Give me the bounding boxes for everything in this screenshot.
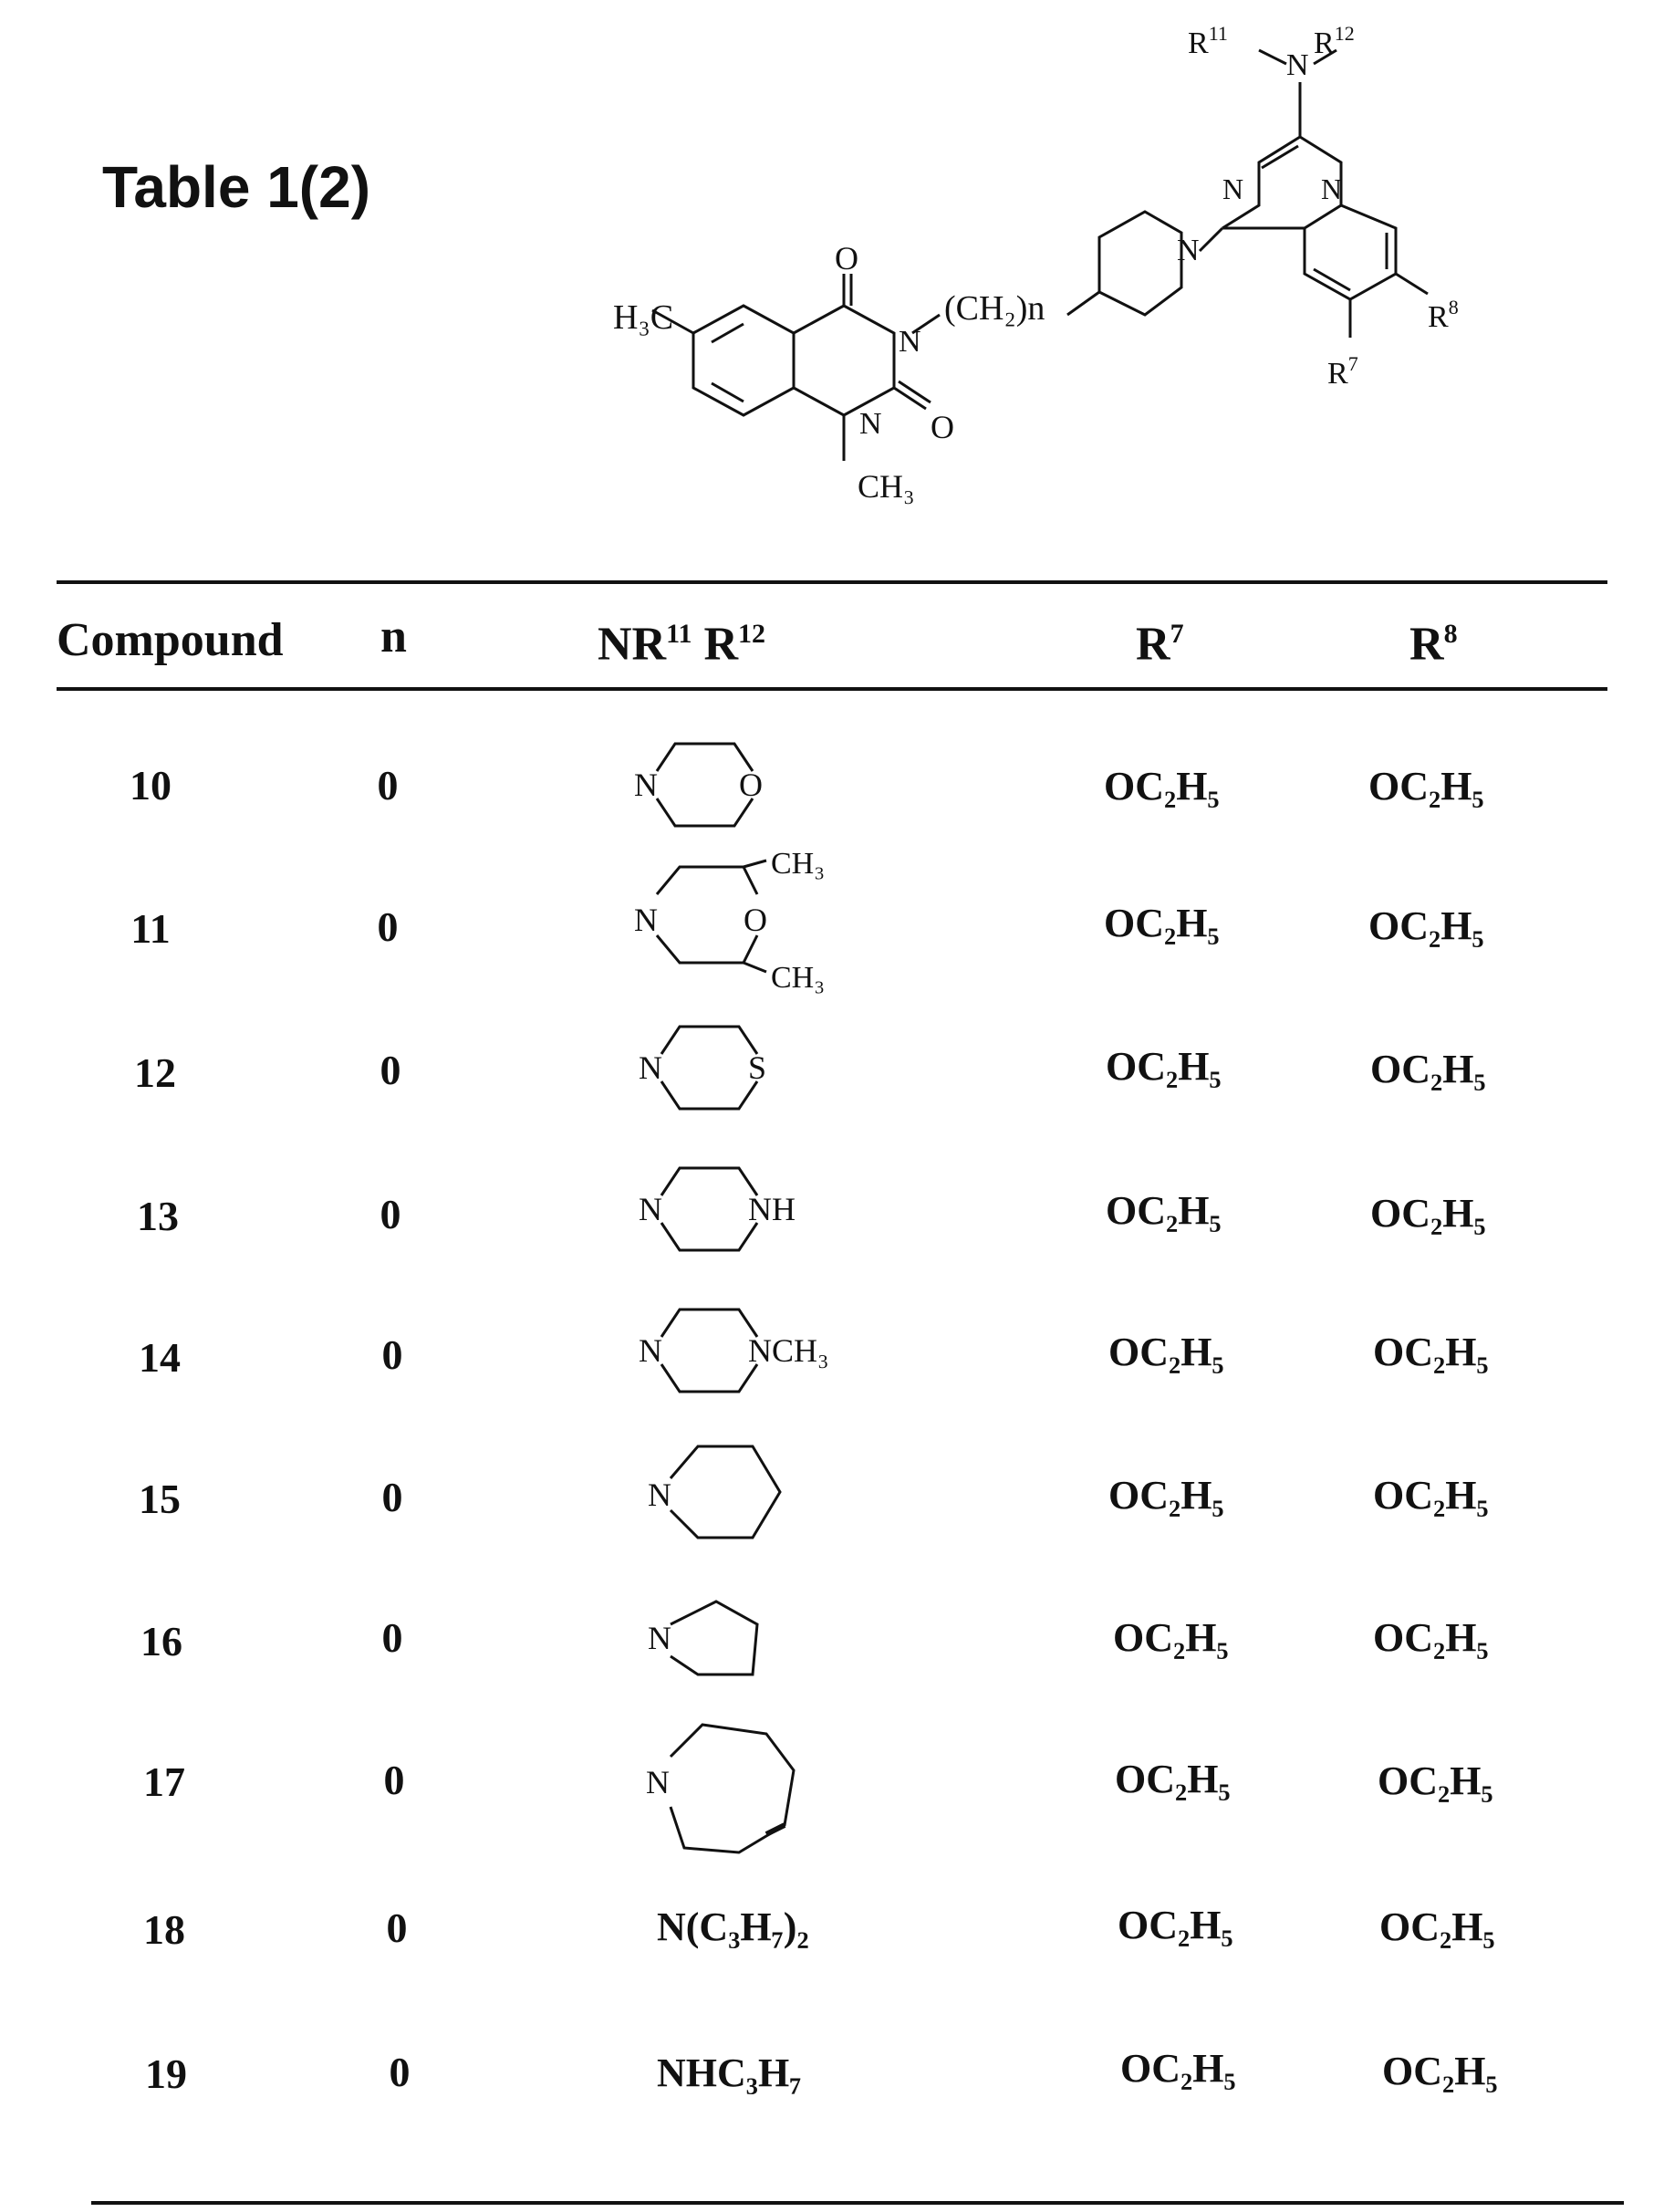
- pyrrolidine-ring: N: [629, 1574, 812, 1702]
- svg-text:O: O: [744, 902, 767, 938]
- quinazoline-n3-label: N: [1222, 172, 1243, 205]
- h3c-label: H₃C: [613, 298, 673, 337]
- ch2n-label: (CH₂)n: [944, 289, 1045, 328]
- n-methyl-label: CH₃: [858, 468, 915, 505]
- svg-text:CH₃: CH₃: [771, 961, 825, 995]
- cell-r8: OC₂H₅: [1373, 1476, 1489, 1516]
- cell-n: 0: [372, 1194, 409, 1236]
- table-header-rule: [57, 687, 1607, 691]
- carbonyl-o-right: O: [931, 409, 954, 445]
- cell-r7: OC₂H₅: [1108, 1332, 1224, 1372]
- cell-r7: OC₂H₅: [1113, 1618, 1229, 1658]
- cell-r8: OC₂H₅: [1370, 1194, 1486, 1234]
- cell-r8: OC₂H₅: [1382, 2051, 1498, 2092]
- quinazoline-n1-label: N: [1321, 172, 1342, 205]
- table-top-rule: [57, 580, 1607, 584]
- cell-compound: 18: [137, 1909, 192, 1951]
- n3-label: N: [899, 325, 921, 359]
- cell-amine: N(C₃H₇)₂: [657, 1907, 809, 1947]
- cell-compound: 10: [123, 765, 178, 807]
- cell-n: 0: [374, 1617, 411, 1659]
- cell-compound: 13: [130, 1195, 185, 1237]
- svg-text:O: O: [739, 767, 763, 803]
- header-compound: Compound: [57, 617, 284, 664]
- piperidine-n-label: N: [1177, 234, 1200, 267]
- r12-label: R12: [1314, 22, 1355, 60]
- table-bottom-rule: [91, 2201, 1624, 2205]
- carbonyl-o-top: O: [835, 240, 858, 276]
- piperazine-ring: N NH: [620, 1145, 839, 1273]
- cell-r7: OC₂H₅: [1108, 1476, 1224, 1516]
- cell-r8: OC₂H₅: [1368, 906, 1484, 946]
- svg-text:NH: NH: [748, 1191, 796, 1227]
- cell-n: 0: [376, 1759, 412, 1801]
- svg-text:N: N: [634, 902, 658, 938]
- cell-n: 0: [374, 1334, 411, 1376]
- svg-text:N: N: [639, 1332, 662, 1369]
- cell-n: 0: [381, 2051, 418, 2093]
- header-r8: R8: [1409, 621, 1458, 668]
- n1-label: N: [859, 407, 882, 441]
- cell-compound: 15: [132, 1478, 187, 1520]
- cell-n: 0: [369, 906, 406, 948]
- cell-r7: OC₂H₅: [1115, 1759, 1231, 1800]
- cell-r8: OC₂H₅: [1378, 1761, 1493, 1801]
- header-r7: R7: [1136, 621, 1184, 668]
- r8-label: R8: [1428, 296, 1459, 334]
- thiomorpholine-ring: N S: [620, 1004, 821, 1132]
- cell-amine: NHC₃H₇: [657, 2053, 801, 2093]
- svg-text:CH₃: CH₃: [771, 847, 825, 881]
- svg-text:N: N: [639, 1191, 662, 1227]
- cell-compound: 11: [123, 908, 178, 950]
- header-nr11r12: NR11 R12: [598, 621, 765, 668]
- cell-r8: OC₂H₅: [1379, 1907, 1495, 1947]
- morpholine-ring: N O: [620, 721, 821, 849]
- amine-n-label: N: [1286, 48, 1309, 82]
- svg-text:N: N: [639, 1049, 662, 1086]
- cell-r8: OC₂H₅: [1368, 767, 1484, 807]
- dimethylmorpholine-ring: N O CH₃ CH₃: [620, 844, 912, 999]
- svg-text:NCH₃: NCH₃: [748, 1332, 829, 1369]
- cell-n: 0: [369, 765, 406, 807]
- svg-text:N: N: [634, 767, 658, 803]
- cell-r8: OC₂H₅: [1370, 1049, 1486, 1090]
- cell-compound: 17: [137, 1761, 192, 1803]
- svg-text:N: N: [646, 1764, 670, 1800]
- cell-compound: 19: [139, 2053, 193, 2095]
- header-n: n: [380, 613, 407, 661]
- r7-label: R7: [1327, 352, 1358, 391]
- r11-label: R11: [1188, 22, 1228, 60]
- cell-compound: 16: [134, 1621, 189, 1663]
- cell-r7: OC₂H₅: [1120, 2049, 1236, 2089]
- svg-text:N: N: [648, 1620, 671, 1656]
- cell-r7: OC₂H₅: [1106, 1191, 1222, 1231]
- svg-text:N: N: [648, 1476, 671, 1513]
- cell-r8: OC₂H₅: [1373, 1618, 1489, 1658]
- cell-r7: OC₂H₅: [1118, 1905, 1233, 1946]
- methylpiperazine-ring: N NCH₃: [620, 1287, 894, 1414]
- cell-n: 0: [374, 1476, 411, 1518]
- cell-n: 0: [372, 1049, 409, 1091]
- cell-r8: OC₂H₅: [1373, 1332, 1489, 1372]
- cell-compound: 12: [128, 1052, 182, 1094]
- cell-n: 0: [379, 1907, 415, 1949]
- azepane-ring: N: [629, 1702, 830, 1875]
- svg-text:S: S: [748, 1049, 766, 1086]
- cell-r7: OC₂H₅: [1106, 1047, 1222, 1087]
- cell-r7: OC₂H₅: [1104, 767, 1220, 807]
- cell-r7: OC₂H₅: [1104, 903, 1220, 944]
- cell-compound: 14: [132, 1337, 187, 1379]
- scaffold-structure: H₃C O O N N CH₃ (CH₂)n N N N N R11 R12 R…: [0, 0, 1664, 548]
- piperidine-ring: N: [629, 1428, 812, 1556]
